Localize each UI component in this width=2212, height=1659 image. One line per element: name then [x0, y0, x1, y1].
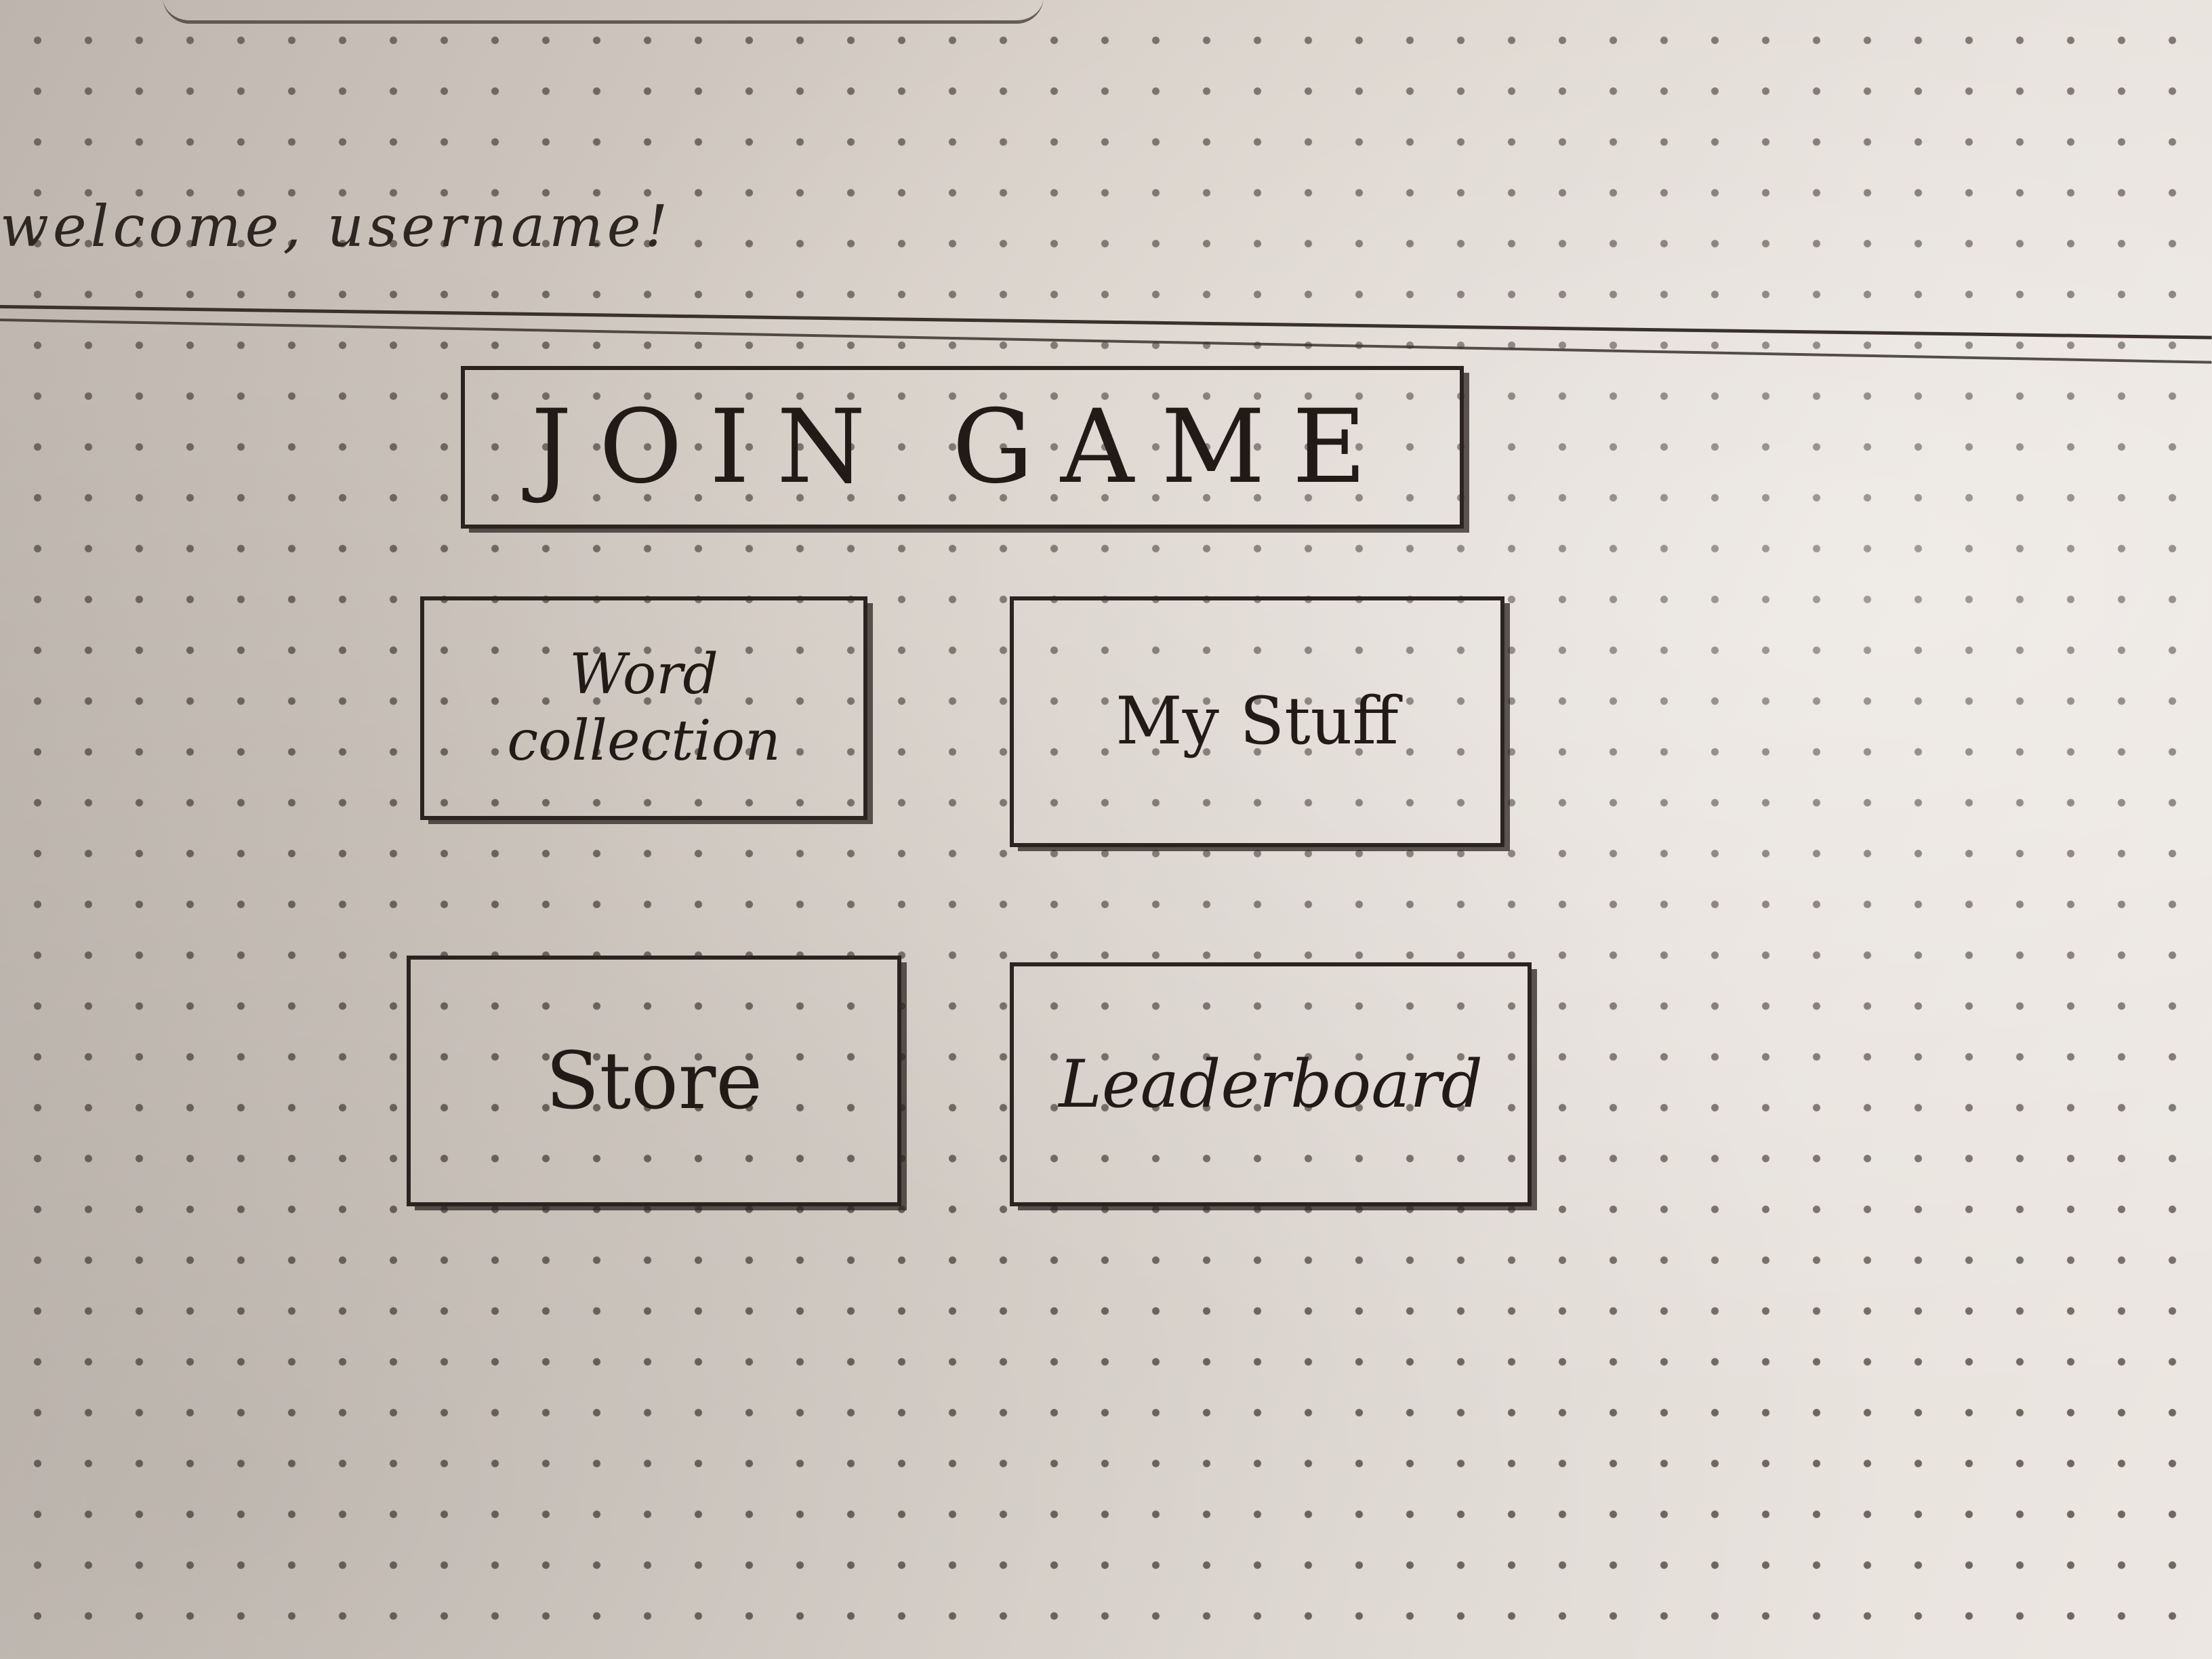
welcome-message: welcome, username!	[0, 193, 672, 260]
my-stuff-label: My Stuff	[1115, 683, 1399, 760]
leaderboard-label: Leaderboard	[1059, 1046, 1483, 1122]
header-divider	[0, 305, 2212, 340]
header-divider-secondary	[0, 319, 2212, 364]
join-game-button[interactable]: JOIN GAME	[461, 366, 1464, 529]
word-collection-button[interactable]: Word collection	[420, 596, 867, 820]
my-stuff-button[interactable]: My Stuff	[1010, 596, 1504, 847]
store-button[interactable]: Store	[407, 956, 901, 1206]
word-collection-label: Word collection	[507, 642, 781, 773]
top-scribble	[163, 0, 1044, 24]
join-game-label: JOIN GAME	[531, 388, 1394, 506]
store-label: Store	[545, 1035, 763, 1127]
leaderboard-button[interactable]: Leaderboard	[1010, 962, 1532, 1206]
